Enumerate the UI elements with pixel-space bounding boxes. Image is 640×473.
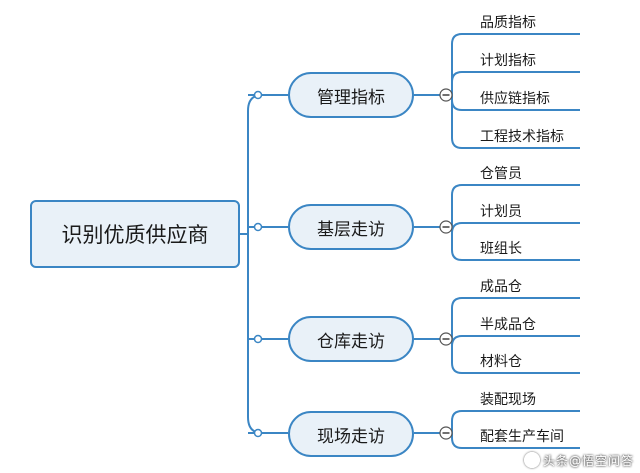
leaf-connector-line bbox=[451, 95, 580, 149]
branch-label: 仓库走访 bbox=[317, 331, 385, 352]
leaf-connector-line bbox=[451, 335, 580, 347]
hollow-dot-icon bbox=[253, 428, 263, 438]
leaf-connector-line bbox=[451, 184, 580, 227]
trunk-line bbox=[247, 94, 263, 434]
leaf-engineering-indicator[interactable]: 工程技术指标 bbox=[480, 129, 564, 145]
leaf-connector-line bbox=[451, 410, 580, 433]
leaf-material-warehouse[interactable]: 材料仓 bbox=[480, 354, 522, 370]
leaf-semi-finished-warehouse[interactable]: 半成品仓 bbox=[480, 317, 536, 333]
watermark-text: 头条@悟空问答 bbox=[542, 454, 634, 468]
leaf-connector-line bbox=[451, 71, 580, 95]
leaf-finished-goods-warehouse[interactable]: 成品仓 bbox=[480, 279, 522, 295]
leaf-supply-chain-indicator[interactable]: 供应链指标 bbox=[480, 91, 550, 107]
leaf-warehouse-keeper[interactable]: 仓管员 bbox=[480, 166, 522, 182]
watermark-logo-icon bbox=[523, 452, 540, 468]
leaf-supporting-production-workshop[interactable]: 配套生产车间 bbox=[480, 429, 564, 445]
hollow-dot-icon bbox=[253, 90, 263, 100]
branch-node-site-visits[interactable]: 现场走访 bbox=[288, 411, 414, 457]
branch-label: 管理指标 bbox=[317, 87, 385, 108]
branch-label: 现场走访 bbox=[317, 426, 385, 447]
leaf-connector-line bbox=[451, 33, 580, 95]
root-node-label: 识别优质供应商 bbox=[61, 223, 209, 247]
root-node[interactable]: 识别优质供应商 bbox=[30, 200, 240, 268]
hollow-dot-icon bbox=[253, 334, 263, 344]
leaf-connector-line bbox=[451, 222, 580, 234]
leaf-quality-indicator[interactable]: 品质指标 bbox=[480, 15, 536, 31]
leaf-connector-line bbox=[451, 297, 580, 339]
leaf-plan-indicator[interactable]: 计划指标 bbox=[480, 53, 536, 69]
leaf-team-leader[interactable]: 班组长 bbox=[480, 241, 522, 257]
branch-label: 基层走访 bbox=[317, 219, 385, 240]
watermark: 头条@悟空问答 bbox=[523, 452, 634, 469]
branch-node-management-indicators[interactable]: 管理指标 bbox=[288, 72, 414, 118]
leaf-planner[interactable]: 计划员 bbox=[480, 204, 522, 220]
branch-node-frontline-visits[interactable]: 基层走访 bbox=[288, 204, 414, 250]
leaf-connector-line bbox=[451, 227, 580, 261]
leaf-connector-line bbox=[451, 433, 580, 449]
hollow-dot-icon bbox=[253, 222, 263, 232]
leaf-connector-line bbox=[451, 339, 580, 374]
leaf-assembly-site[interactable]: 装配现场 bbox=[480, 392, 536, 408]
branch-node-warehouse-visits[interactable]: 仓库走访 bbox=[288, 316, 414, 362]
